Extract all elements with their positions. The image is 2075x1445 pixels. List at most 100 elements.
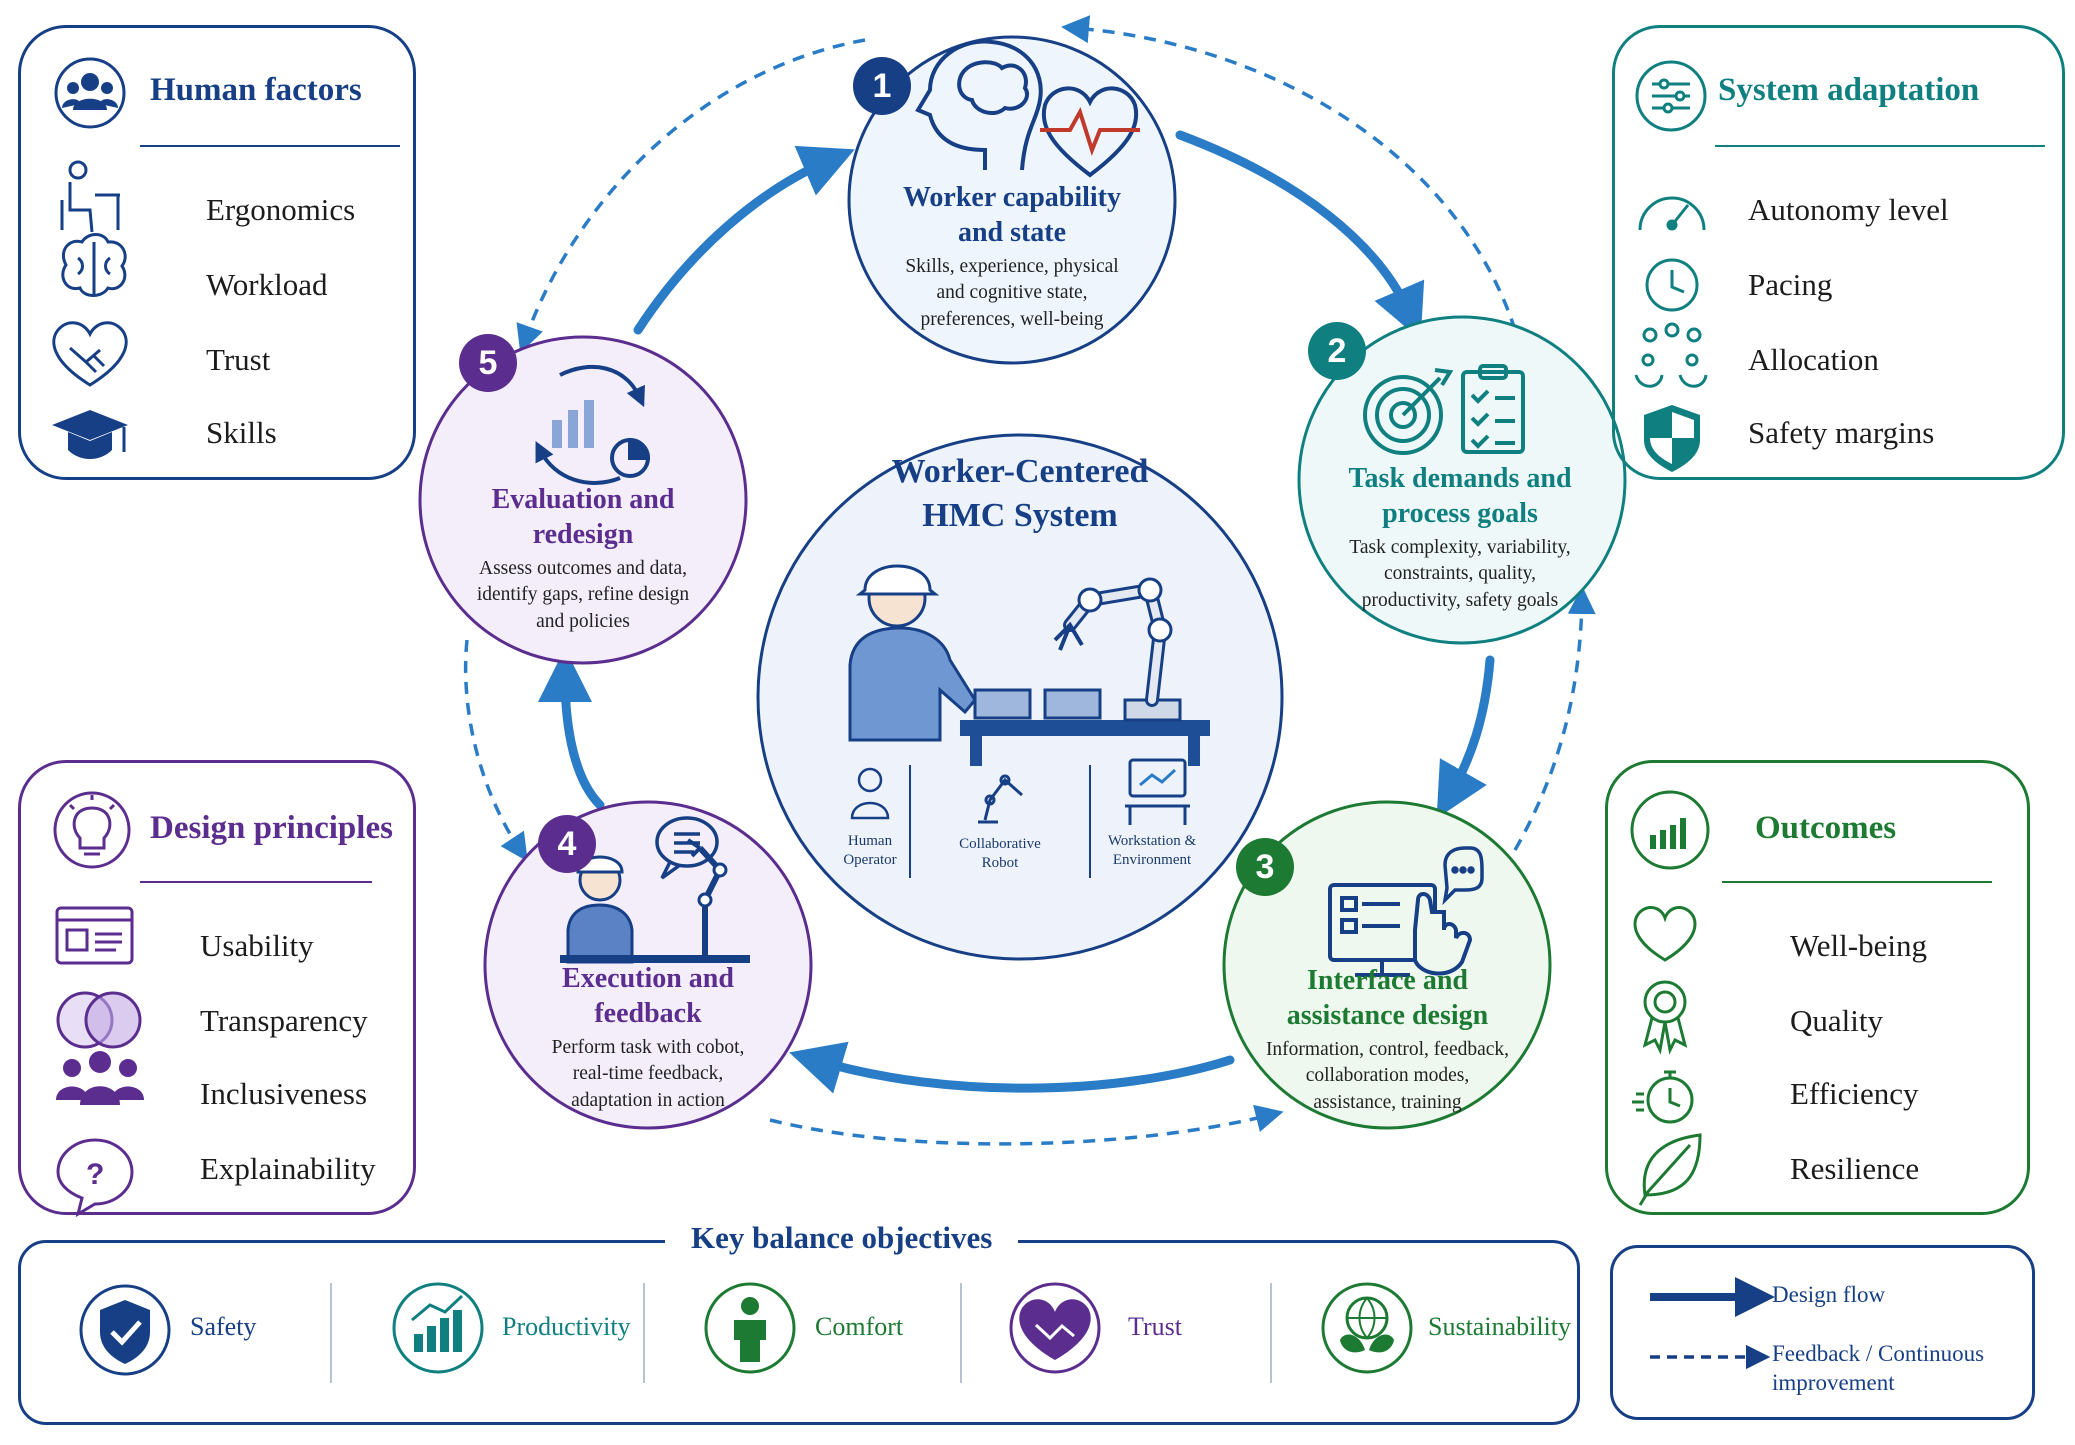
center-title-line: HMC System — [922, 497, 1118, 535]
design-principles-underline — [140, 881, 372, 883]
design-principles-item: Usability — [200, 928, 314, 963]
workstation-icon — [1125, 758, 1190, 825]
legend-line: improvement — [1772, 1369, 1895, 1395]
stage-title-line: assistance design — [1286, 1000, 1489, 1031]
worker-with-cobot-icon — [560, 838, 750, 964]
stage-number-2: 2 — [1308, 322, 1366, 380]
human-operator-icon — [850, 767, 890, 820]
venn-diagram-icon — [56, 991, 142, 1049]
human-factors-underline — [140, 145, 400, 147]
checklist-icon — [1461, 364, 1525, 454]
system-adaptation-item: Pacing — [1748, 267, 1833, 302]
stage-desc-line: constraints, quality, — [1383, 563, 1536, 585]
human-factors-title: Human factors — [150, 72, 362, 108]
stage-title-line: Execution and — [562, 963, 734, 994]
sustainability-globe-icon — [1321, 1282, 1413, 1374]
feedback-arrow-2-to-1 — [1061, 15, 1517, 331]
browser-window-icon — [55, 906, 134, 965]
outcomes-item: Resilience — [1790, 1151, 1920, 1186]
feedback-arrows — [463, 15, 1596, 1146]
brain-head-icon — [915, 39, 1043, 171]
workstation-label: Workstation & Environment — [1092, 832, 1212, 870]
stage-desc-line: Skills, experience, physical — [905, 256, 1119, 277]
stage-desc-line: Task complexity, variability, — [1349, 537, 1571, 558]
feedback-arrow-4-to-3 — [769, 1104, 1284, 1146]
evaluation-cycle-icon — [535, 364, 651, 485]
design-principles-panel — [18, 760, 416, 1215]
human-factors-item: Trust — [206, 342, 271, 377]
objective-divider — [960, 1283, 962, 1383]
stage-number-4: 4 — [538, 815, 596, 873]
stage-desc-line: Assess outcomes and data, — [479, 558, 687, 579]
label-line: Collaborative — [959, 836, 1041, 852]
design-principles-item: Inclusiveness — [200, 1076, 368, 1111]
stage-number-3: 3 — [1236, 838, 1294, 896]
handshake-heart-icon — [52, 321, 128, 387]
human-factors-panel — [18, 25, 416, 480]
chat-bubble-icon — [1442, 846, 1484, 906]
stopwatch-icon — [1632, 1070, 1694, 1124]
stage-desc-line: collaboration modes, — [1305, 1065, 1470, 1087]
human-operator-label: Human Operator — [820, 832, 920, 870]
feedback-arrow-1-to-5 — [516, 38, 866, 354]
stage-desc-line: and cognitive state, — [936, 282, 1088, 304]
legend-feedback-label: Feedback / Continuous improvement — [1772, 1340, 1984, 1398]
label-line: Operator — [843, 851, 897, 868]
stage-title-line: Evaluation and — [491, 484, 675, 515]
label-line: Workstation & — [1107, 833, 1197, 849]
graduation-cap-icon — [52, 410, 128, 459]
stage-desc-line: Perform task with cobot, — [551, 1037, 745, 1058]
stage-circle-5 — [418, 335, 748, 665]
human-factors-item: Skills — [206, 415, 277, 450]
objective-label: Trust — [1128, 1312, 1182, 1341]
stage-title-line: redesign — [532, 519, 634, 550]
system-adaptation-title: System adaptation — [1718, 72, 1980, 108]
system-adaptation-panel — [1612, 25, 2065, 480]
feedback-arrow-3-to-2 — [1513, 586, 1596, 851]
objective-label: Sustainability — [1428, 1312, 1571, 1341]
comfort-person-icon — [704, 1282, 796, 1374]
clock-icon — [1645, 258, 1699, 312]
design-flow-arrows — [538, 130, 1495, 1094]
stage-desc-line: adaptation in action — [571, 1089, 725, 1111]
center-illustration — [848, 564, 1210, 878]
stage-number-1: 1 — [853, 57, 911, 115]
label-line: Human — [847, 833, 893, 849]
stage-desc-line: and policies — [536, 610, 630, 632]
system-adaptation-underline — [1715, 145, 2045, 147]
gauge-icon — [1638, 196, 1706, 231]
design-principles-title: Design principles — [150, 810, 393, 846]
target-icon — [1363, 368, 1454, 455]
ergonomics-icon — [60, 160, 120, 233]
stage-2-text: Task demands and process goals Task comp… — [1305, 461, 1615, 614]
outcomes-item: Quality — [1790, 1003, 1883, 1038]
brain-icon — [61, 233, 127, 297]
human-factors-item: Workload — [206, 267, 328, 302]
key-objectives-title: Key balance objectives — [665, 1220, 1019, 1256]
system-adaptation-item: Autonomy level — [1748, 192, 1949, 227]
stage-title-line: and state — [957, 217, 1067, 248]
stage-4-text: Execution and feedback Perform task with… — [498, 961, 798, 1114]
stage-title-line: feedback — [594, 998, 702, 1029]
svg-text:?: ? — [86, 1158, 104, 1191]
objective-divider — [643, 1283, 645, 1383]
lightbulb-icon — [53, 791, 131, 869]
flow-arrow-3-to-4 — [789, 1041, 1235, 1094]
hard-hat — [855, 564, 940, 596]
feedback-arrow-5-to-4 — [463, 639, 528, 862]
stage-desc-line: identify gaps, refine design — [476, 584, 690, 606]
stage-title-line: Interface and — [1307, 965, 1468, 996]
label-line: Robot — [981, 854, 1019, 871]
label-line: Environment — [1112, 851, 1192, 868]
operator-figure — [848, 626, 977, 742]
heart-icon — [1633, 906, 1697, 962]
objective-divider — [330, 1283, 332, 1383]
stage-title-line: Worker capability — [902, 182, 1122, 213]
center-title-line: Worker-Centered — [891, 453, 1149, 490]
inclusive-group-icon — [56, 1051, 144, 1105]
productivity-growth-icon — [392, 1282, 484, 1374]
stage-desc-line: Information, control, feedback, — [1265, 1039, 1510, 1060]
objective-label: Productivity — [502, 1312, 631, 1341]
design-principles-item: Explainability — [200, 1151, 376, 1186]
